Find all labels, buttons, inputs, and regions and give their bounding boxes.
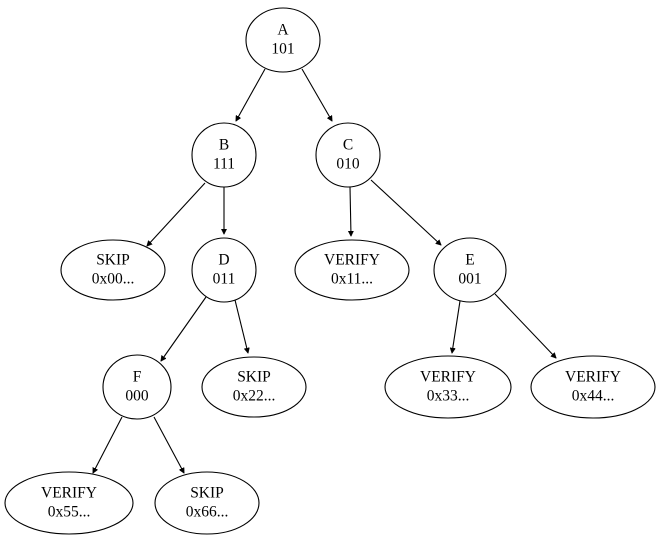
node-ellipse-shape	[60, 239, 166, 301]
node-label-primary: SKIP	[96, 252, 130, 269]
node-e[interactable]: E 001	[433, 237, 507, 303]
node-label-secondary: 000	[125, 388, 149, 405]
node-circle-shape	[102, 354, 172, 420]
node-label-secondary: 0x22...	[233, 388, 276, 405]
node-ellipse-shape	[154, 471, 260, 535]
node-b[interactable]: B 111	[191, 122, 257, 188]
node-verify_55[interactable]: VERIFY 0x55...	[4, 471, 134, 535]
node-ellipse-shape	[384, 355, 512, 419]
edge-b-to-skip_00	[147, 182, 206, 246]
node-label-primary: C	[343, 137, 353, 154]
node-label-secondary: 0x44...	[572, 388, 615, 405]
node-label-secondary: 0x55...	[48, 504, 91, 521]
node-verify_44[interactable]: VERIFY 0x44...	[530, 355, 656, 419]
node-ellipse-shape	[294, 239, 410, 301]
node-label-secondary: 011	[213, 271, 236, 288]
node-label-primary: VERIFY	[324, 252, 380, 269]
node-label-primary: A	[277, 22, 289, 39]
node-label-primary: E	[465, 252, 474, 269]
edge-line	[147, 182, 206, 246]
node-skip_00[interactable]: SKIP 0x00...	[60, 239, 166, 301]
node-label-secondary: 111	[213, 156, 235, 173]
node-verify_11[interactable]: VERIFY 0x11...	[294, 239, 410, 301]
node-ellipse-shape	[530, 355, 656, 419]
node-label-secondary: 010	[336, 156, 360, 173]
node-circle-shape	[191, 122, 257, 188]
node-skip_22[interactable]: SKIP 0x22...	[201, 356, 307, 418]
node-f[interactable]: F 000	[102, 354, 172, 420]
edge-line	[92, 416, 123, 473]
edge-line	[235, 68, 266, 121]
node-skip_66[interactable]: SKIP 0x66...	[154, 471, 260, 535]
node-d[interactable]: D 011	[191, 237, 257, 303]
edge-e-to-verify_33	[452, 300, 461, 353]
node-label-secondary: 101	[271, 41, 294, 58]
edge-e-to-verify_44	[494, 293, 556, 358]
edge-c-to-e	[370, 179, 441, 245]
edge-line	[350, 186, 351, 236]
node-c[interactable]: C 010	[315, 122, 381, 188]
node-circle-shape	[315, 122, 381, 188]
node-label-primary: VERIFY	[420, 369, 476, 386]
node-label-secondary: 0x33...	[427, 388, 470, 405]
node-label-secondary: 0x00...	[92, 271, 135, 288]
node-verify_33[interactable]: VERIFY 0x33...	[384, 355, 512, 419]
node-label-primary: SKIP	[237, 369, 271, 386]
edge-c-to-verify_11	[350, 186, 351, 236]
edge-a-to-b	[235, 68, 266, 121]
edge-line	[452, 300, 461, 353]
edge-d-to-f	[161, 296, 207, 361]
node-circle-shape	[245, 7, 321, 73]
node-ellipse-shape	[4, 471, 134, 535]
edge-line	[153, 416, 185, 473]
edges-layer	[92, 68, 556, 473]
node-label-primary: VERIFY	[565, 369, 621, 386]
node-label-secondary: 0x66...	[186, 504, 229, 521]
node-label-primary: B	[219, 137, 229, 154]
node-a[interactable]: A 101	[245, 7, 321, 73]
edge-line	[234, 299, 248, 353]
edge-line	[301, 68, 332, 121]
node-label-secondary: 001	[458, 271, 481, 288]
edge-line	[161, 296, 207, 361]
node-label-primary: VERIFY	[41, 485, 97, 502]
node-label-primary: D	[218, 252, 229, 269]
node-label-primary: SKIP	[190, 485, 224, 502]
node-circle-shape	[191, 237, 257, 303]
nodes-layer: A101B111C010SKIP0x00...D011VERIFY0x11...…	[4, 7, 656, 535]
node-label-secondary: 0x11...	[331, 271, 373, 288]
edge-f-to-skip_66	[153, 416, 185, 473]
node-circle-shape	[433, 237, 507, 303]
edge-f-to-verify_55	[92, 416, 123, 473]
edge-d-to-skip_22	[234, 299, 248, 353]
edge-line	[370, 179, 441, 245]
node-label-primary: F	[133, 369, 142, 386]
edge-a-to-c	[301, 68, 332, 121]
node-ellipse-shape	[201, 356, 307, 418]
edge-line	[494, 293, 556, 358]
